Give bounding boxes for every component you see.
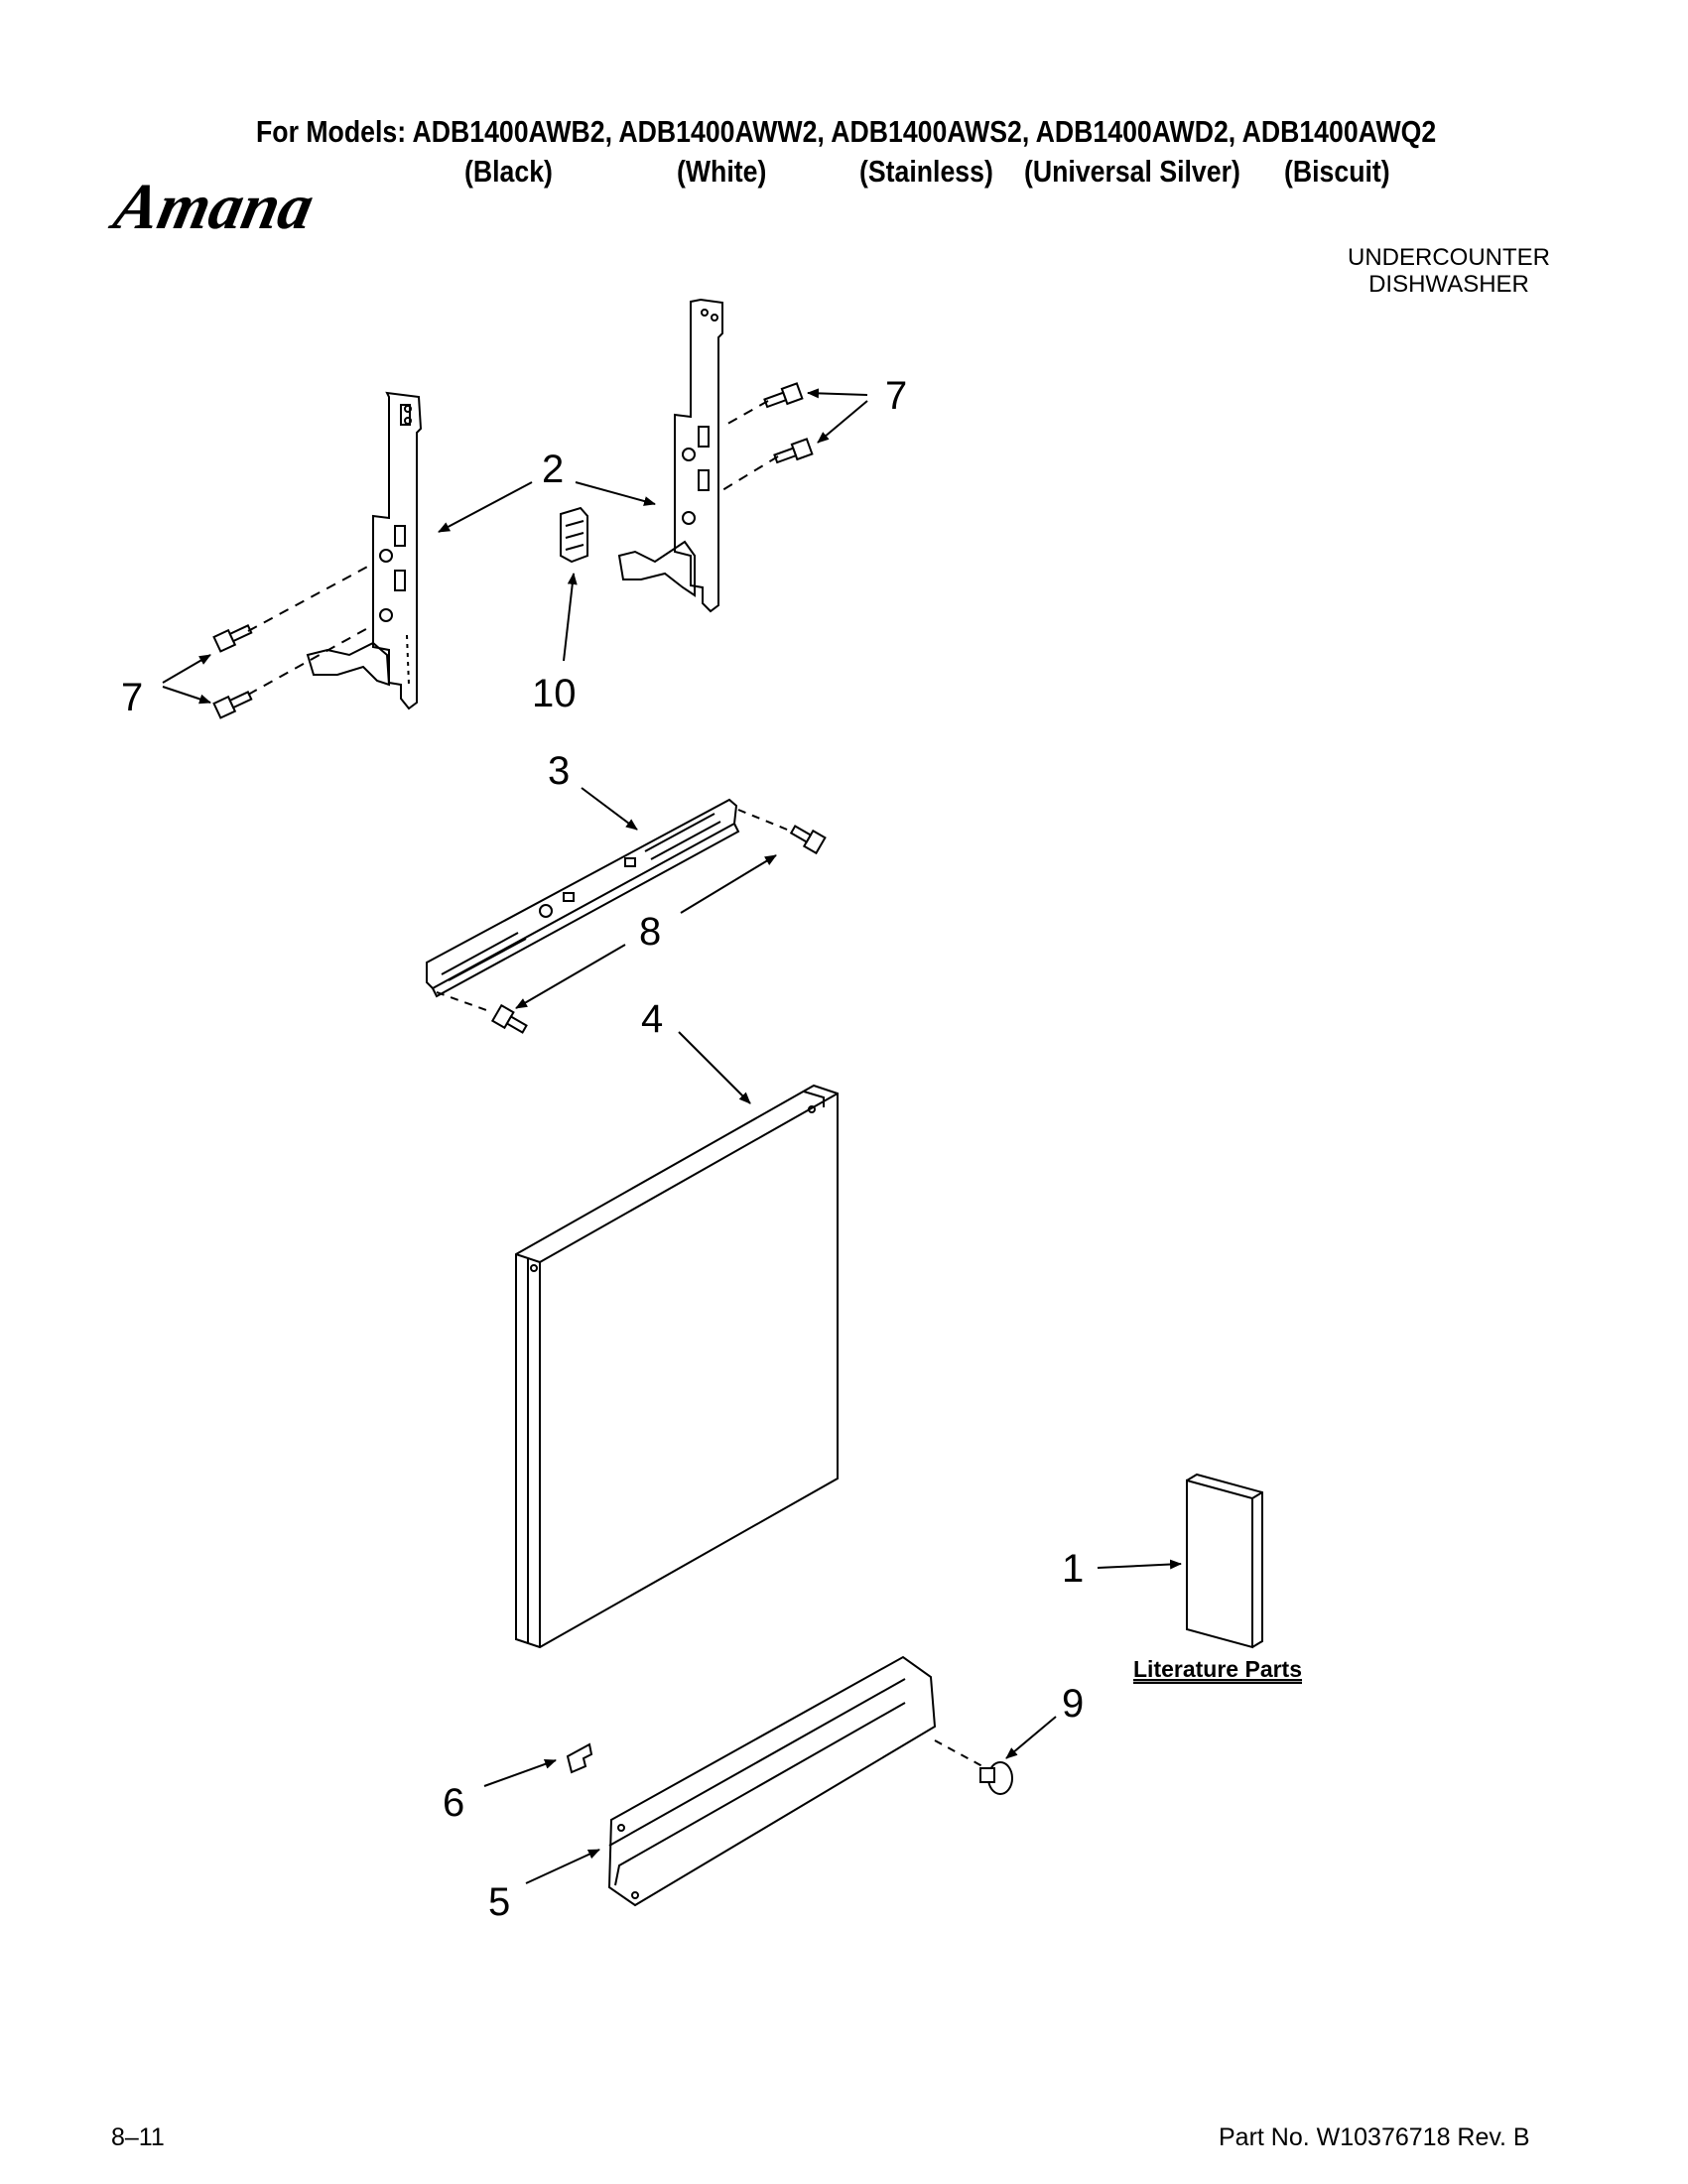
lower-bracket xyxy=(426,798,740,998)
appliance-type-line2: DISHWASHER xyxy=(1368,271,1529,298)
bracket-screws xyxy=(490,825,827,1034)
appliance-type: UNDERCOUNTER DISHWASHER xyxy=(1330,244,1568,298)
amana-logo: Amana xyxy=(104,172,320,243)
kick-plate xyxy=(607,1655,937,1907)
door-panel xyxy=(515,1084,839,1649)
callout-9: 9 xyxy=(1062,1682,1084,1726)
color-black: (Black) xyxy=(464,154,553,189)
left-hinge-bracket xyxy=(306,391,423,710)
color-universal-silver: (Universal Silver) xyxy=(1024,154,1240,189)
right-hinge-bracket xyxy=(617,298,723,613)
footer-part-number: Part No. W10376718 Rev. B xyxy=(1219,2123,1530,2151)
callout-8: 8 xyxy=(639,910,661,954)
kick-screw xyxy=(979,1761,1013,1795)
leader-arrows xyxy=(162,388,1182,1884)
hinge-screws xyxy=(212,382,814,719)
color-biscuit: (Biscuit) xyxy=(1284,154,1390,189)
color-white: (White) xyxy=(677,154,767,189)
callout-7-right: 7 xyxy=(885,374,907,418)
callout-4: 4 xyxy=(641,997,663,1041)
literature-parts-label: Literature Parts xyxy=(1133,1656,1302,1682)
callout-2: 2 xyxy=(542,448,564,491)
callout-6: 6 xyxy=(443,1781,464,1825)
callout-10: 10 xyxy=(532,672,577,715)
svg-text:Amana: Amana xyxy=(104,172,320,243)
callout-1: 1 xyxy=(1062,1547,1084,1591)
color-stainless: (Stainless) xyxy=(859,154,993,189)
models-line: For Models: ADB1400AWB2, ADB1400AWW2, AD… xyxy=(256,114,1437,149)
callout-7-left: 7 xyxy=(121,676,143,719)
literature-book xyxy=(1186,1473,1263,1649)
footer-date-code: 8–11 xyxy=(111,2123,165,2151)
callout-5: 5 xyxy=(488,1880,510,1924)
screw-dash-lines xyxy=(247,400,779,696)
callout-3: 3 xyxy=(548,749,570,793)
kick-screw-dash xyxy=(934,1739,983,1767)
bracket-screw-dashes xyxy=(436,809,793,1011)
door-stop-clip xyxy=(560,506,588,564)
appliance-type-line1: UNDERCOUNTER xyxy=(1348,244,1550,271)
panel-clip xyxy=(566,1742,593,1774)
